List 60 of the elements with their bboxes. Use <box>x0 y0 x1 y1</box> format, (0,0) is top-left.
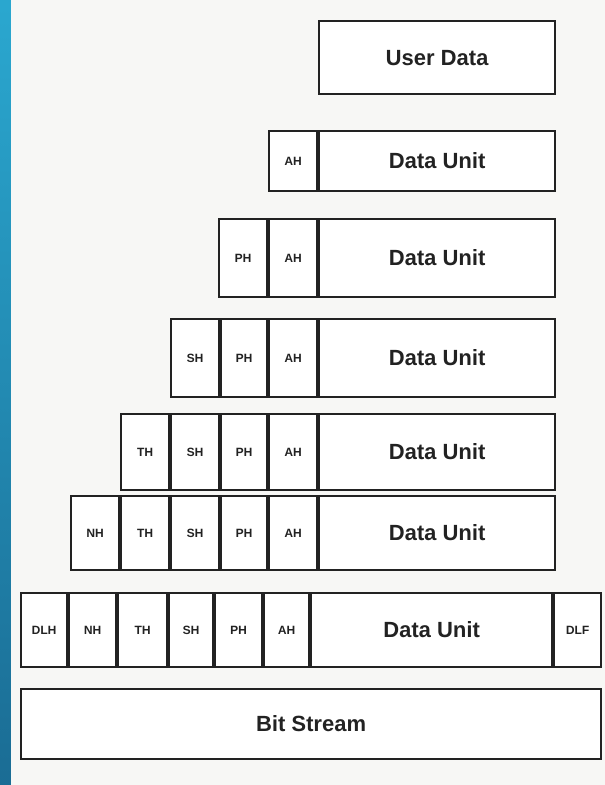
data-field-box <box>318 413 556 491</box>
header-field-box <box>120 413 170 491</box>
header-label: NH <box>86 526 104 540</box>
header-field-box <box>268 413 318 491</box>
header-field-box <box>268 218 318 298</box>
header-label: PH <box>236 445 252 459</box>
header-field-box <box>268 318 318 398</box>
field-label: Data Unit <box>388 245 486 271</box>
header-field-box <box>20 592 68 668</box>
field-label: Data Unit <box>388 439 486 465</box>
header-field-box <box>220 413 268 491</box>
header-label: NH <box>84 623 102 637</box>
data-field-box <box>318 130 556 192</box>
header-field-box <box>70 495 120 571</box>
header-label: AH <box>284 154 302 168</box>
header-label: TH <box>137 445 153 459</box>
field-label: Data Unit <box>388 148 486 174</box>
header-field-box <box>168 592 214 668</box>
header-field-box <box>170 318 220 398</box>
header-label: DLF <box>566 623 590 637</box>
header-label: AH <box>284 526 302 540</box>
data-field-box <box>310 592 553 668</box>
field-label: Bit Stream <box>256 711 366 737</box>
field-label: Data Unit <box>388 520 486 546</box>
header-label: DLH <box>32 623 56 637</box>
header-field-box <box>218 218 268 298</box>
header-label: AH <box>284 251 302 265</box>
data-field-box <box>318 318 556 398</box>
header-field-box <box>170 413 220 491</box>
header-field-box <box>220 318 268 398</box>
header-label: AH <box>278 623 296 637</box>
header-label: TH <box>134 623 150 637</box>
header-label: SH <box>186 526 204 540</box>
header-label: PH <box>230 623 247 637</box>
data-field-box <box>20 688 602 760</box>
header-label: PH <box>236 351 252 365</box>
field-label: Data Unit <box>388 345 486 371</box>
field-label: User Data <box>386 44 488 70</box>
header-field-box <box>268 130 318 192</box>
header-field-box <box>268 495 318 571</box>
header-label: PH <box>236 526 252 540</box>
header-label: SH <box>186 445 204 459</box>
header-field-box <box>263 592 310 668</box>
data-field-box <box>318 495 556 571</box>
header-label: AH <box>284 351 302 365</box>
data-field-box <box>318 218 556 298</box>
header-label: AH <box>284 445 302 459</box>
header-label: PH <box>234 251 252 265</box>
header-field-box <box>220 495 268 571</box>
header-field-box <box>170 495 220 571</box>
header-label: TH <box>137 526 153 540</box>
header-field-box <box>117 592 168 668</box>
header-field-box <box>214 592 263 668</box>
header-field-box <box>120 495 170 571</box>
header-field-box <box>68 592 117 668</box>
header-field-box <box>553 592 602 668</box>
header-label: SH <box>186 351 204 365</box>
header-label: SH <box>182 623 200 637</box>
field-label: Data Unit <box>383 617 480 643</box>
data-field-box <box>318 20 556 95</box>
